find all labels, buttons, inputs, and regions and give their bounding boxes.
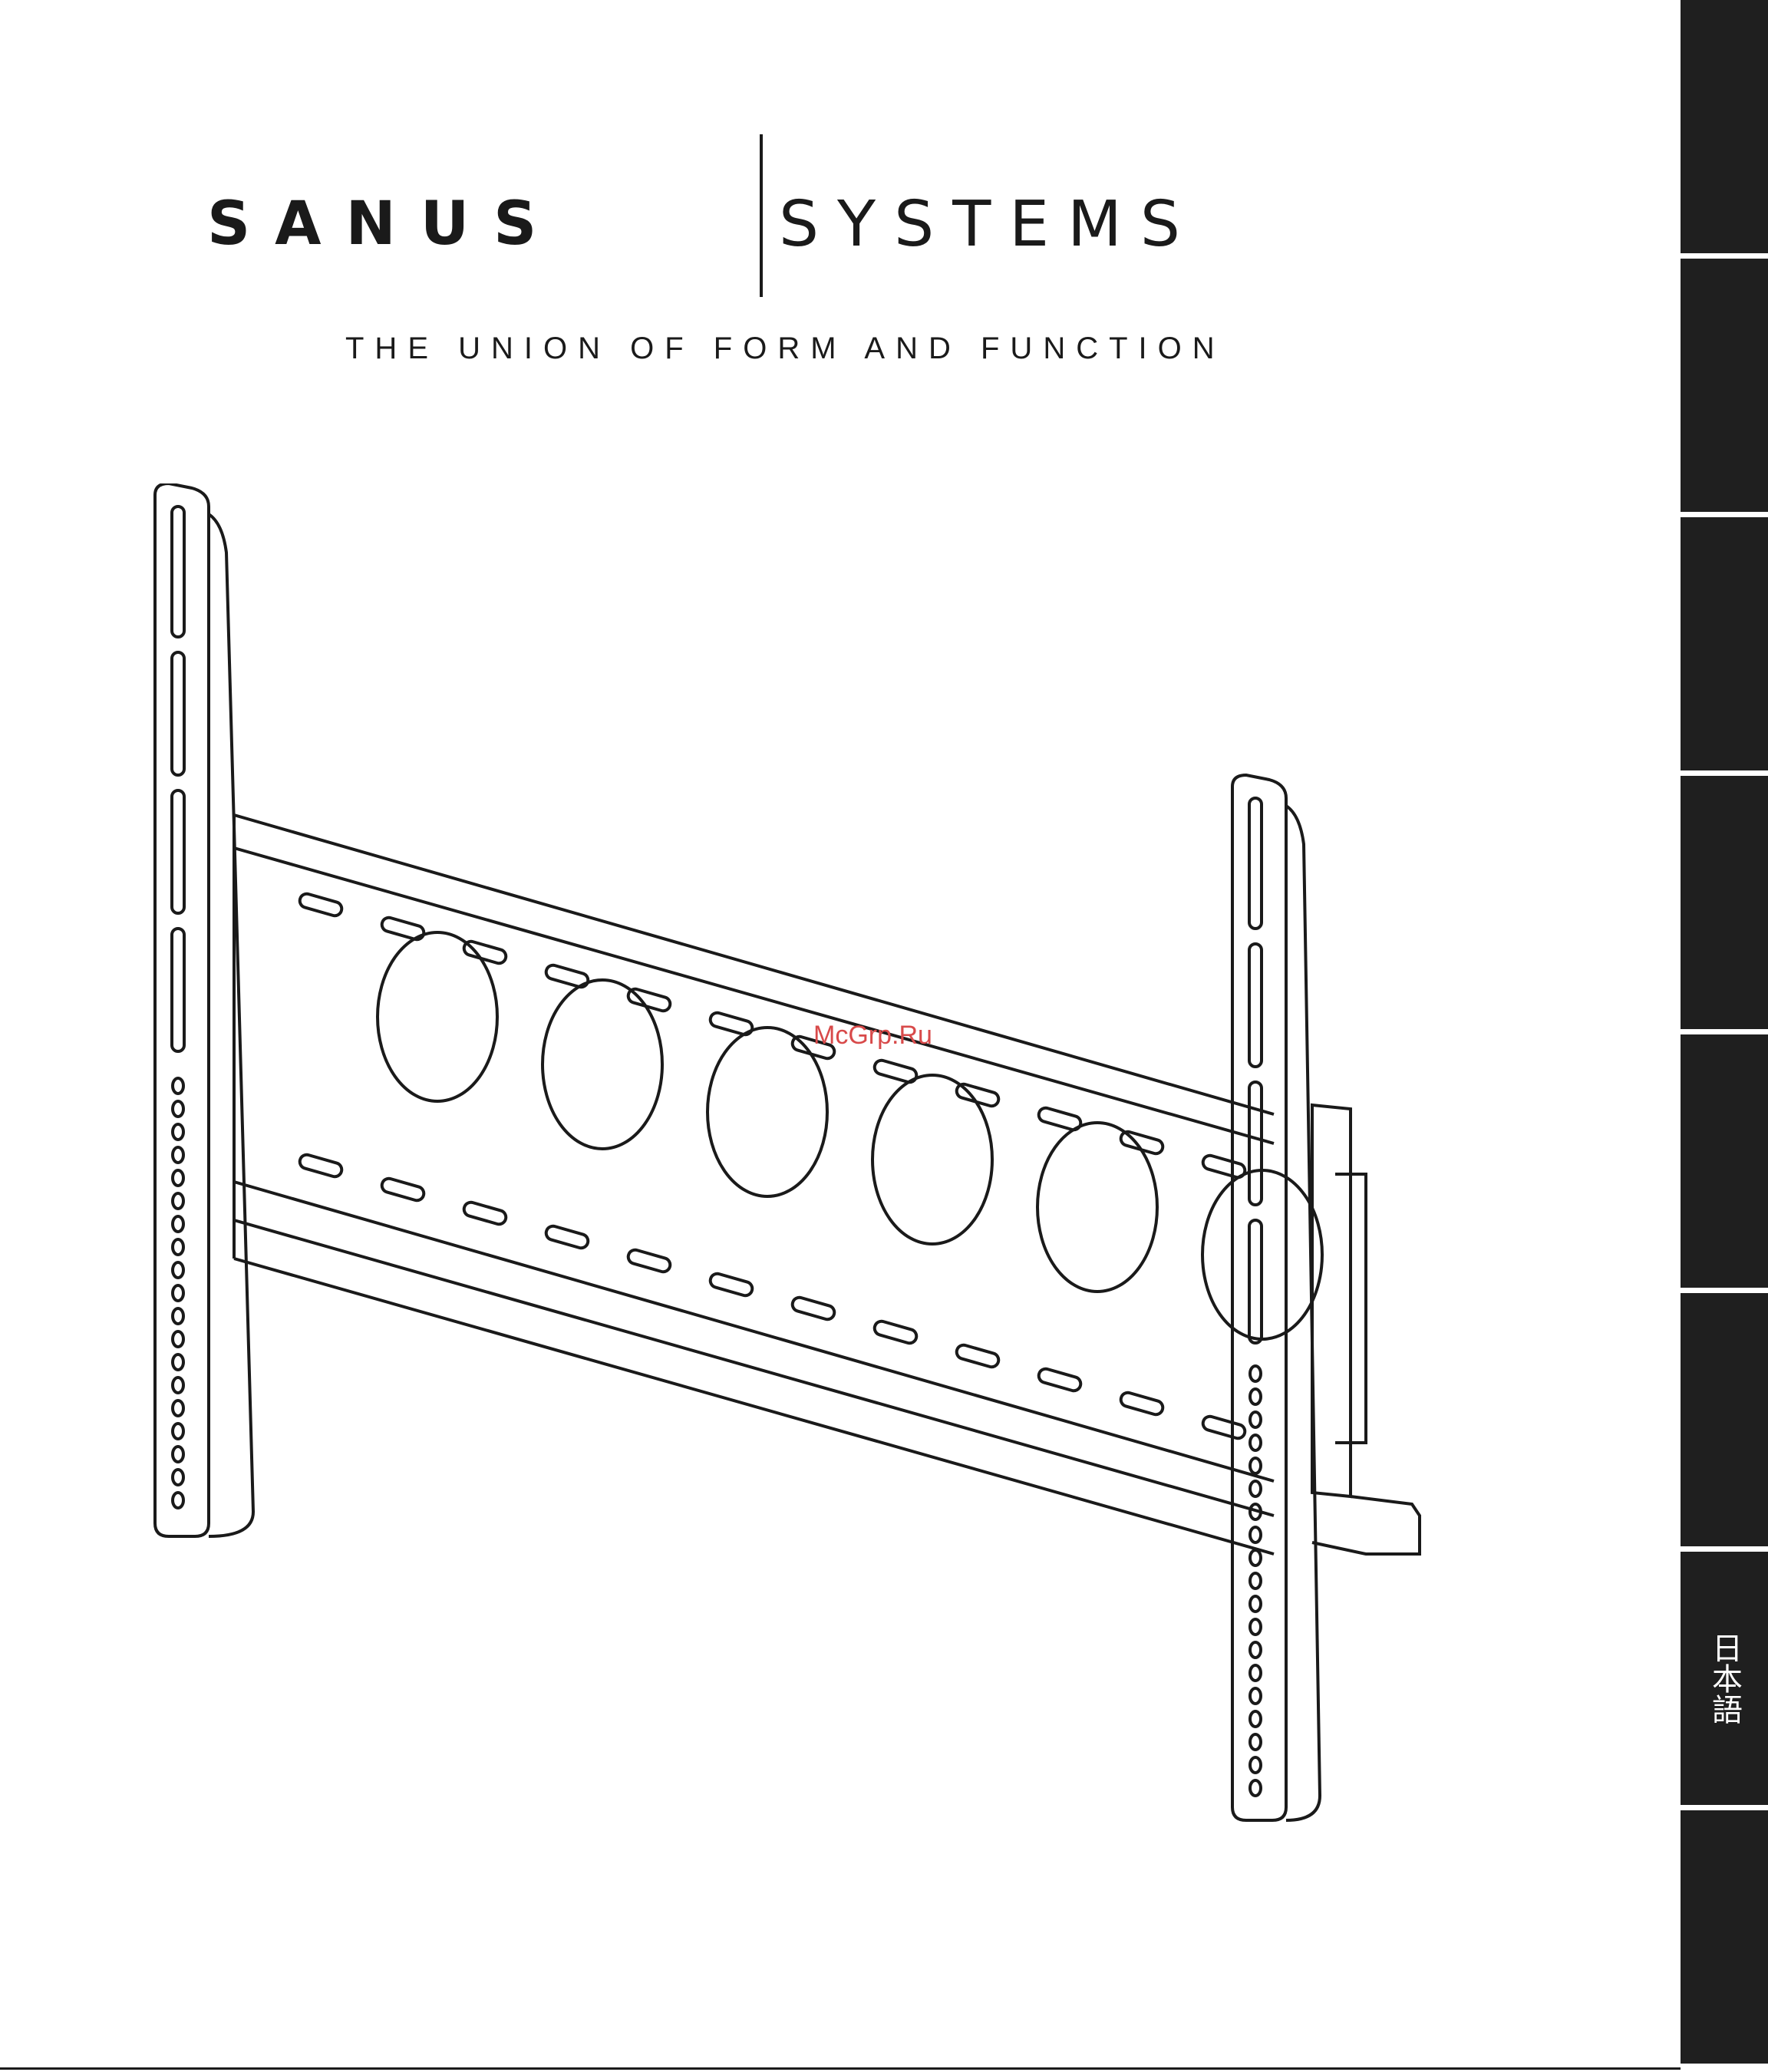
rail-slots (299, 892, 1247, 1440)
mount-hole (1250, 1665, 1261, 1681)
mount-hole (173, 1239, 183, 1255)
rail-slot (1120, 1391, 1165, 1417)
logo-word-systems: SYSTEMS (779, 188, 1199, 261)
mount-hole (173, 1124, 183, 1140)
language-tab-7[interactable] (1681, 1810, 1768, 2064)
mount-hole (1250, 1596, 1261, 1612)
mount-hole (1250, 1780, 1261, 1796)
mount-hole (1250, 1619, 1261, 1635)
rail-cutout (1037, 1123, 1157, 1292)
mount-hole (173, 1285, 183, 1301)
mount-hole (173, 1170, 183, 1186)
language-tab-label (1681, 1034, 1768, 1288)
rail-slot (955, 1344, 1001, 1369)
mount-hole (1250, 1366, 1261, 1381)
language-tab-label (1681, 776, 1768, 1029)
mount-hole (173, 1078, 183, 1094)
mount-hole (1250, 1688, 1261, 1704)
mount-hole (173, 1401, 183, 1416)
rail-cutout (872, 1075, 992, 1244)
language-tab-2[interactable] (1681, 517, 1768, 770)
mount-hole (173, 1262, 183, 1278)
mount-hole (173, 1147, 183, 1163)
rail-slot (709, 1272, 754, 1298)
mount-hole (173, 1193, 183, 1209)
rail-slot (627, 1249, 672, 1274)
rail-slot (299, 892, 344, 918)
mount-hole (173, 1331, 183, 1347)
mount-hole (173, 1354, 183, 1370)
language-tab-0[interactable] (1681, 0, 1768, 253)
mount-hole (1250, 1550, 1261, 1566)
rail-slot (545, 1225, 590, 1250)
language-tab-3[interactable] (1681, 776, 1768, 1029)
mount-hole (173, 1216, 183, 1232)
mount-hole (1250, 1642, 1261, 1658)
mount-hole (173, 1470, 183, 1485)
tagline: THE UNION OF FORM AND FUNCTION (345, 332, 1225, 366)
left-upright-holes (173, 1078, 183, 1508)
mount-hole (173, 1101, 183, 1117)
mount-hole (1250, 1711, 1261, 1727)
language-tab-1[interactable] (1681, 259, 1768, 512)
rail-slot (873, 1320, 919, 1345)
language-tab-label (1681, 259, 1768, 512)
right-upright-holes (1250, 1366, 1261, 1796)
watermark: McGrp.Ru (813, 1021, 932, 1051)
left-upright (155, 483, 253, 1536)
rail-cutout (543, 980, 662, 1149)
language-tab-5[interactable] (1681, 1293, 1768, 1546)
mount-hole (1250, 1389, 1261, 1404)
mount-hole (173, 1308, 183, 1324)
brand-logo: SANUS SYSTEMS (0, 134, 1681, 299)
right-upright (1232, 775, 1320, 1820)
mount-hole (173, 1424, 183, 1439)
mount-hole (1250, 1458, 1261, 1473)
language-tab-label (1681, 1810, 1768, 2064)
rail-cutout (378, 932, 497, 1101)
language-tab-4[interactable] (1681, 1034, 1768, 1288)
wall-mount-illustration (138, 483, 1458, 1834)
locking-handle (1312, 1105, 1420, 1554)
rail-slot (299, 1153, 344, 1179)
mount-hole (173, 1377, 183, 1393)
language-tab-label (1681, 0, 1768, 253)
horizontal-rail (234, 815, 1274, 1554)
rail-cutout (708, 1028, 827, 1196)
language-tab-label (1681, 517, 1768, 770)
rail-slot (381, 1177, 426, 1203)
mount-hole (1250, 1573, 1261, 1589)
rail-slot (463, 1201, 508, 1226)
mount-hole (173, 1447, 183, 1462)
mount-hole (1250, 1435, 1261, 1450)
language-tabs: 日本語 (1681, 0, 1768, 2072)
mount-hole (1250, 1412, 1261, 1427)
mount-hole (1250, 1757, 1261, 1773)
language-tab-label: 日本語 (1681, 1552, 1768, 1805)
language-tab-6[interactable]: 日本語 (1681, 1552, 1768, 1805)
rail-slot (1037, 1368, 1083, 1393)
bottom-rule (0, 2067, 1681, 2070)
mount-hole (1250, 1734, 1261, 1750)
mount-hole (173, 1493, 183, 1508)
logo-word-sanus: SANUS (207, 190, 561, 259)
rail-slot (791, 1296, 836, 1321)
logo-divider (760, 134, 763, 297)
mount-hole (1250, 1527, 1261, 1542)
rail-slot (1202, 1415, 1247, 1440)
language-tab-label (1681, 1293, 1768, 1546)
mount-hole (1250, 1481, 1261, 1496)
